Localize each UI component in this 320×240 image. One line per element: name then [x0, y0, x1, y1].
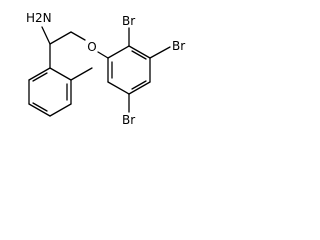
oxygen-to-ring-bond	[97, 51, 109, 59]
tribromophenyl-ring	[107, 45, 151, 95]
bromine-right-label: Br	[172, 39, 185, 53]
amine-label: H2N	[26, 11, 52, 25]
oxygen-label: O	[87, 40, 96, 54]
methyl-bond	[70, 67, 93, 81]
structure-diagram: H2N O Br Br Br	[26, 11, 185, 127]
tolyl-ring	[28, 67, 72, 117]
chiral-to-ch2-bond	[49, 31, 72, 45]
ch2-to-oxygen-bond	[70, 31, 86, 41]
bromine-top-label: Br	[122, 14, 135, 28]
bromine-bottom-label: Br	[122, 113, 135, 127]
amine-bond	[41, 26, 51, 45]
br-right-bond	[149, 46, 171, 59]
